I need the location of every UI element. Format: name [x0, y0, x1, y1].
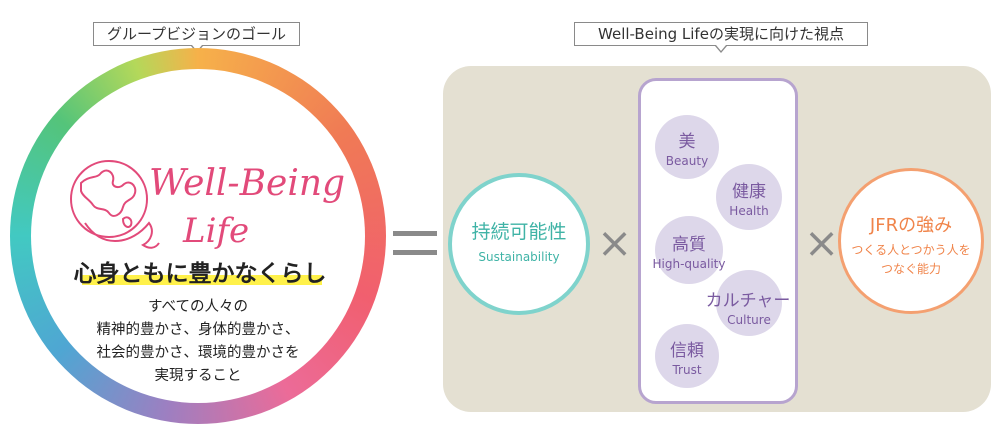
goal-circle: Well-Being Life — [10, 48, 386, 424]
goal-description-line: 精神的豊かさ、身体的豊かさ、 — [96, 322, 300, 338]
strength-circle: JFRの強み つくる人とつかう人を つなぐ能力 — [838, 168, 984, 314]
viewpoint-label-pointer — [715, 45, 727, 53]
value-bubble-health: 健康 Health — [716, 164, 782, 230]
equals-bar-bottom — [393, 250, 437, 255]
value-en: High-quality — [652, 257, 726, 271]
times-sign-1: × — [597, 218, 633, 267]
value-en: Trust — [672, 363, 702, 377]
viewpoint-label: Well-Being Lifeの実現に向けた視点 — [574, 22, 868, 53]
sustainability-circle: 持続可能性 Sustainability — [448, 173, 590, 315]
value-en: Culture — [727, 313, 771, 327]
value-jp: カルチャー — [705, 291, 791, 311]
value-en: Beauty — [665, 154, 709, 168]
value-jp: 高質 — [672, 235, 706, 255]
equals-bar-top — [393, 231, 437, 236]
logo-life: Life — [183, 211, 250, 251]
logo-wellbeing: Well-Being — [149, 163, 346, 204]
sustainability-en: Sustainability — [478, 250, 560, 264]
value-jp: 健康 — [732, 182, 766, 202]
value-bubble-high-quality: 高質 High-quality — [653, 216, 725, 284]
goal-description: すべての人々の 精神的豊かさ、身体的豊かさ、 社会的豊かさ、環境的豊かさを 実現… — [70, 296, 326, 388]
goal-description-line: すべての人々の — [148, 299, 248, 315]
value-jp: 信頼 — [670, 341, 704, 361]
goal-description-line: 実現すること — [154, 368, 242, 384]
tagline-highlight — [82, 275, 322, 285]
globe-icon — [70, 160, 160, 249]
strength-line-1: つくる人とつかう人を — [851, 243, 971, 257]
goal-tagline: 心身ともに豊かなくらし — [73, 261, 327, 287]
value-bubble-trust: 信頼 Trust — [655, 324, 719, 388]
goal-label-text: グループビジョンのゴール — [106, 25, 287, 43]
goal-circle-inner: Well-Being Life — [31, 69, 365, 403]
viewpoint-label-text: Well-Being Lifeの実現に向けた視点 — [598, 25, 844, 43]
value-jp: 美 — [678, 132, 696, 152]
value-bubble-culture: カルチャー Culture — [706, 270, 790, 336]
goal-description-line: 社会的豊かさ、環境的豊かさを — [96, 345, 300, 361]
sustainability-jp: 持続可能性 — [471, 221, 567, 243]
strength-line-2: つなぐ能力 — [880, 262, 941, 276]
value-en: Health — [729, 204, 769, 218]
times-sign-2: × — [804, 218, 840, 267]
goal-label: グループビジョンのゴール — [93, 22, 300, 53]
value-bubble-beauty: 美 Beauty — [655, 115, 719, 179]
strength-title: JFRの強み — [869, 215, 953, 236]
